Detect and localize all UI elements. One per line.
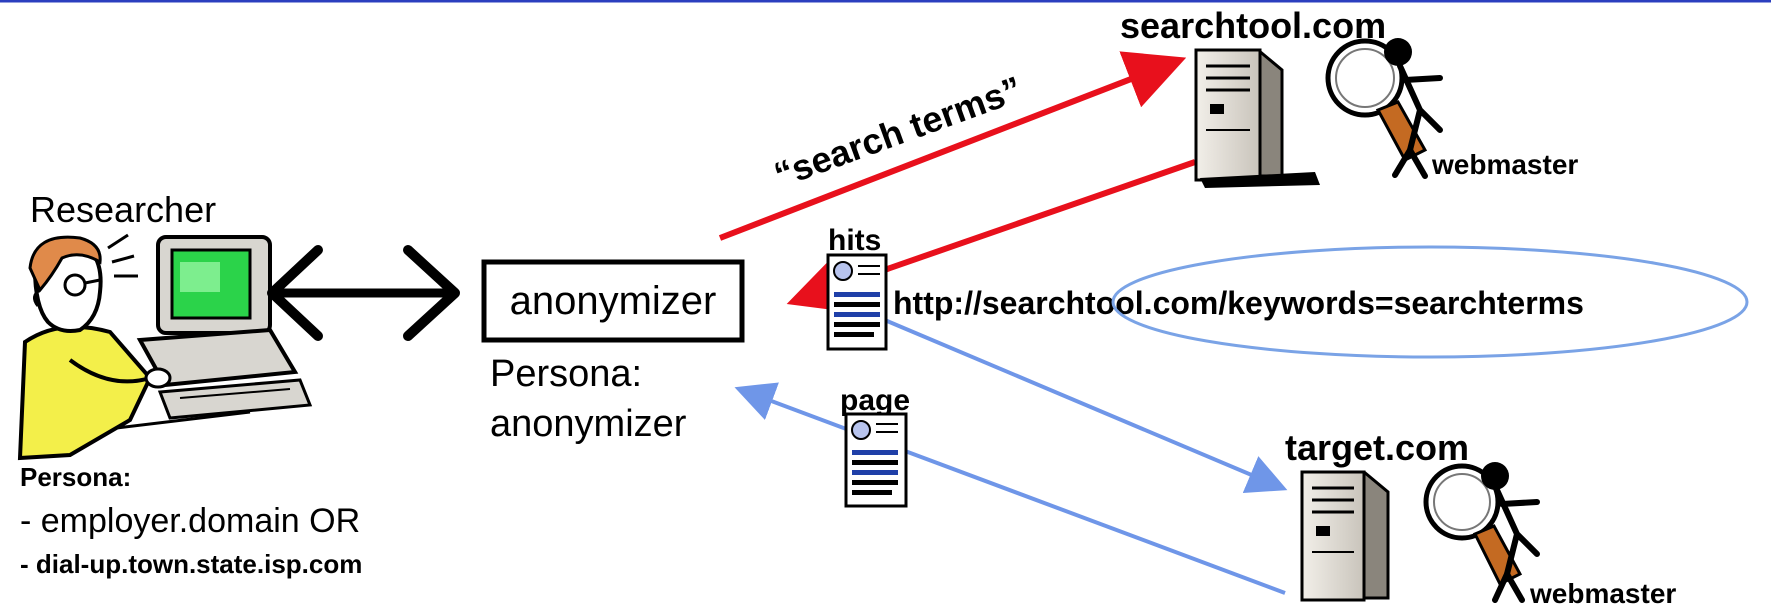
- searchtool-webmaster-icon: [1325, 38, 1443, 179]
- target-webmaster-icon: [1423, 462, 1540, 603]
- anonymizer-box-label: anonymizer: [510, 279, 717, 323]
- searchtool-server-icon: [1194, 48, 1320, 188]
- url-text: http://searchtool.com/keywords=searchter…: [893, 285, 1584, 321]
- url-highlight-ellipse: [1111, 245, 1749, 359]
- target-webmaster-label: webmaster: [1529, 578, 1676, 609]
- bidirectional-arrow: [267, 245, 460, 341]
- target-server-icon: [1300, 470, 1390, 602]
- researcher-persona-option-1: - employer.domain OR: [20, 502, 360, 540]
- searchtool-site-label: searchtool.com: [1120, 5, 1386, 46]
- researcher-icon: [17, 233, 313, 461]
- anonymizer-persona-line-1: Persona:: [490, 353, 642, 395]
- hits-document-icon: [826, 253, 888, 351]
- searchtool-webmaster-label: webmaster: [1431, 149, 1578, 180]
- search-request-arrow: [718, 51, 1187, 241]
- anonymizer-persona-line-2: anonymizer: [490, 403, 687, 445]
- anonymizer-box: [481, 259, 745, 343]
- hits-label: hits: [828, 224, 881, 257]
- target-site-label: target.com: [1285, 427, 1469, 468]
- page-document-icon: [844, 412, 908, 508]
- fetch-target-arrow: [879, 316, 1288, 493]
- researcher-label: Researcher: [30, 189, 216, 230]
- page-return-arrow: [734, 382, 1286, 595]
- researcher-persona-option-2: - dial-up.town.state.isp.com: [20, 549, 362, 579]
- researcher-persona-title: Persona:: [20, 462, 131, 492]
- page-label: page: [840, 384, 910, 417]
